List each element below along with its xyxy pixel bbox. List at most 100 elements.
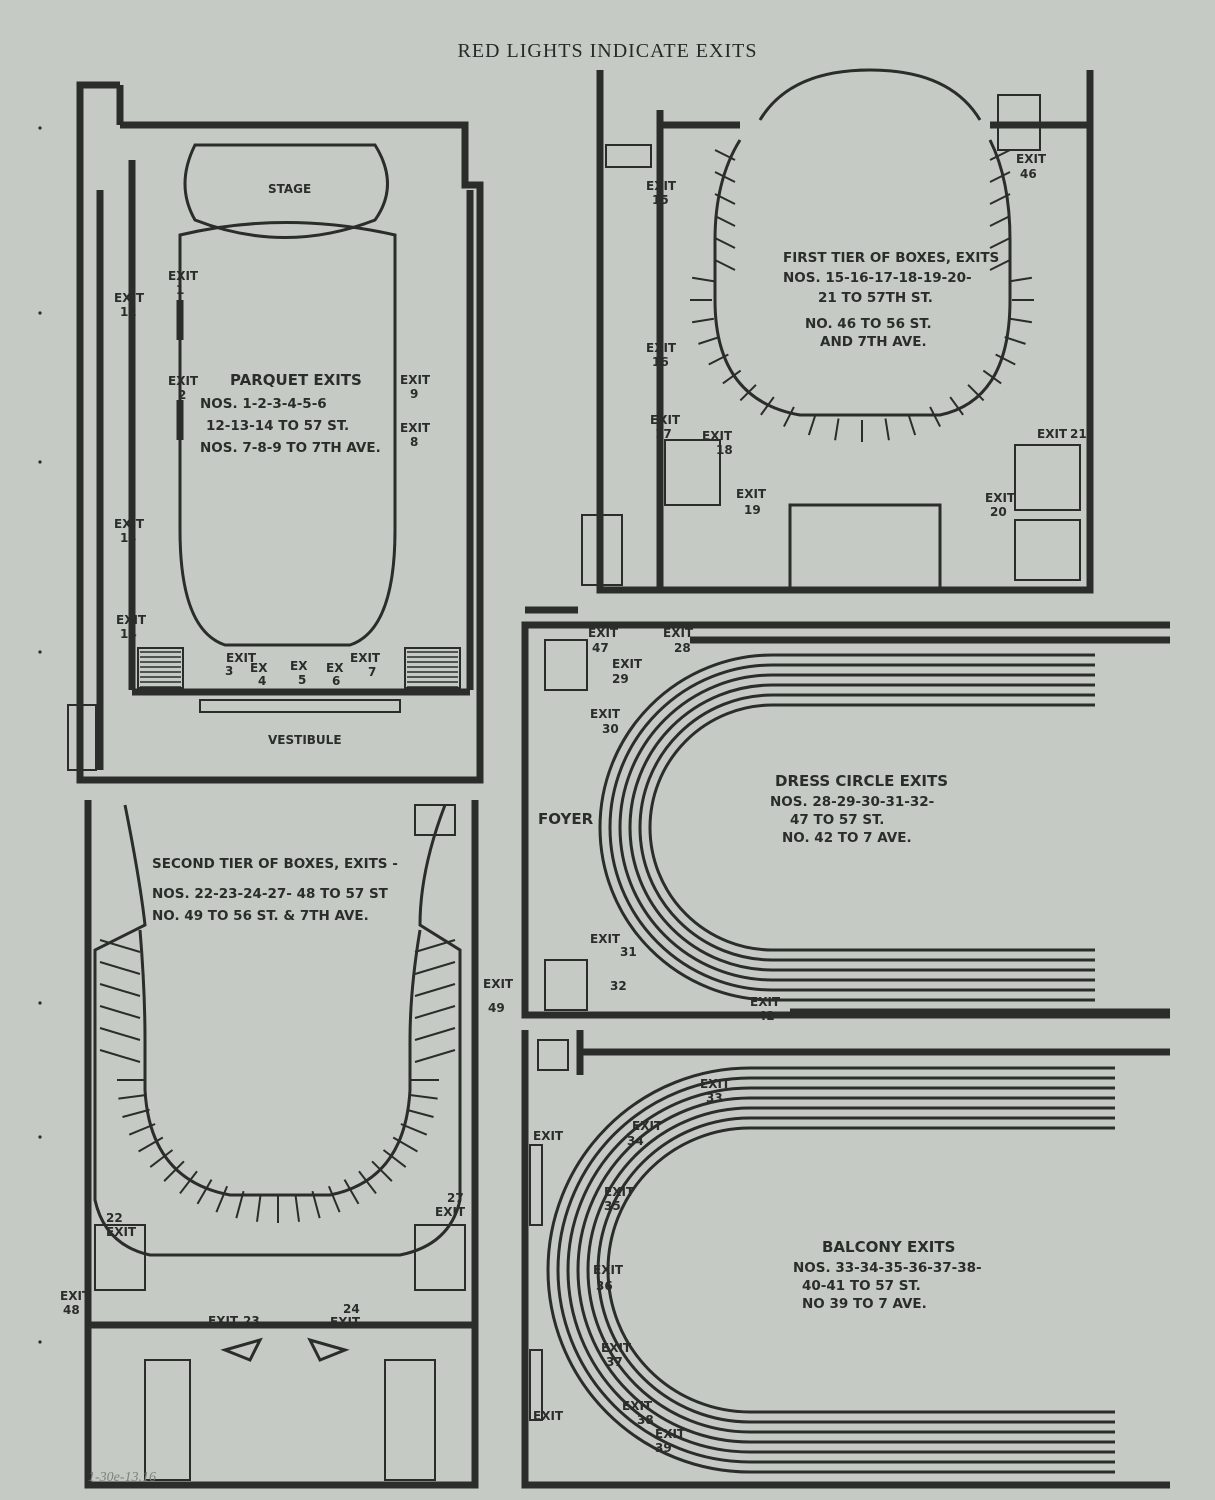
exit-number: 28 <box>674 641 691 655</box>
exit-number: 19 <box>744 503 761 517</box>
plan-line <box>99 1005 141 1019</box>
plan-line <box>929 406 941 427</box>
exit-label: EXIT <box>985 491 1016 505</box>
exit-label: EXIT <box>702 429 733 443</box>
exit-number: 24 <box>343 1302 360 1316</box>
plan-line <box>1009 276 1033 283</box>
parquet-line-1: NOS. 1-2-3-4-5-6 <box>200 396 327 412</box>
balcony-line-3: NO 39 TO 7 AVE. <box>802 1296 927 1312</box>
dress-circle-line-2: 47 TO 57 ST. <box>790 812 884 828</box>
plan-line <box>691 276 715 283</box>
stage-label: STAGE <box>268 182 311 196</box>
plan-line <box>834 418 840 441</box>
exit-label: EXIT <box>588 626 619 640</box>
parquet-stairs <box>137 647 461 689</box>
second-tier-exit-arrow <box>307 1337 350 1362</box>
plan-line <box>714 259 736 271</box>
plan-line <box>989 215 1011 227</box>
second-tier-line-2: NO. 49 TO 56 ST. & 7TH AVE. <box>152 908 369 924</box>
seating-row <box>638 693 1095 962</box>
plan-line <box>989 149 1011 161</box>
first-tier-line-3: NO. 46 TO 56 ST. <box>805 316 932 332</box>
plan-line <box>714 193 736 205</box>
second-tier-stair <box>414 1224 466 1291</box>
plan-line <box>196 1179 213 1205</box>
plan-line <box>392 1136 418 1153</box>
seating-row <box>608 663 1095 992</box>
plan-line <box>179 1170 198 1195</box>
exit-label: EXIT <box>400 373 431 387</box>
seating-row <box>566 1086 1115 1454</box>
plan-line <box>714 149 736 161</box>
plan-line <box>215 1185 229 1213</box>
plan-line <box>128 1123 156 1136</box>
plan-line <box>989 171 1011 183</box>
exit-label: EXIT <box>622 1399 653 1413</box>
exit-number: 30 <box>602 722 619 736</box>
exit-label: EXIT <box>663 626 694 640</box>
exit-label: EXIT <box>483 977 514 991</box>
parquet-outer-wall <box>76 81 484 784</box>
first-tier-stair <box>1014 519 1081 581</box>
plan-line <box>807 413 817 436</box>
dress-circle-stair <box>544 959 588 1011</box>
plan-line <box>99 961 141 975</box>
exit-number: 1 <box>176 283 184 297</box>
second-tier-box <box>414 804 456 836</box>
plan-line <box>989 193 1011 205</box>
seating-row <box>598 653 1095 1002</box>
plan-line <box>698 336 720 345</box>
plan-line <box>967 384 985 402</box>
exit-number: 39 <box>655 1441 672 1455</box>
plan-line <box>122 1108 150 1118</box>
plan-line <box>989 259 1011 271</box>
first-tier-stair <box>664 439 721 506</box>
exit-label: EXIT <box>632 1119 663 1133</box>
plan-line <box>989 237 1011 249</box>
second-tier-outline <box>93 804 462 1257</box>
exit-number: 42 <box>758 1009 775 1023</box>
first-tier-title: FIRST TIER OF BOXES, EXITS <box>783 250 999 266</box>
exit-number: 6 <box>332 674 340 688</box>
plan-line <box>708 353 729 366</box>
plan-line <box>714 237 736 249</box>
balcony-plan: BALCONY EXITS NOS. 33-34-35-36-37-38- 40… <box>521 1030 1170 1489</box>
first-tier-stair <box>997 94 1041 151</box>
exit-label: EXIT <box>1037 427 1068 441</box>
page-title: RED LIGHTS INDICATE EXITS <box>457 40 758 62</box>
second-tier-title: SECOND TIER OF BOXES, EXITS - <box>152 856 398 872</box>
exit-number: 18 <box>716 443 733 457</box>
exit-label: EXIT <box>106 1225 137 1239</box>
exit-label: EXIT <box>1016 152 1047 166</box>
plan-line <box>691 317 715 324</box>
plan-line <box>294 1193 301 1222</box>
exit-label: EXIT <box>750 995 781 1009</box>
first-tier-line-1: NOS. 15-16-17-18-19-20- <box>783 270 972 286</box>
pencil-annotation: 1-30e-13.16 <box>88 1470 157 1485</box>
plan-line <box>722 369 742 385</box>
first-tier-stair <box>1014 444 1081 511</box>
second-tier-boxes-curve <box>138 929 422 1197</box>
exit-label: EXIT <box>533 1409 564 1423</box>
plan-line <box>99 983 141 997</box>
exit-number: 32 <box>610 979 627 993</box>
exit-label: EXIT <box>330 1315 361 1329</box>
plan-line <box>149 1149 174 1168</box>
seating-row <box>606 1126 1115 1414</box>
plan-line <box>371 1160 393 1182</box>
balcony-rows <box>546 1066 1115 1474</box>
balcony-box <box>537 1039 569 1071</box>
plan-line <box>138 1136 164 1153</box>
second-tier-line-1: NOS. 22-23-24-27- 48 TO 57 ST <box>152 886 389 902</box>
first-tier-boxes-curve <box>713 139 1012 417</box>
exit-label: EXIT <box>650 413 681 427</box>
exit-number: 49 <box>488 1001 505 1015</box>
plan-line <box>118 1094 147 1100</box>
seating-row <box>576 1096 1115 1444</box>
plan-line <box>714 215 736 227</box>
parquet-exits: EXIT 1 EXIT 2 EXIT 12 EXIT 13 EXIT 14 EX… <box>114 269 431 688</box>
exit-number: 8 <box>410 435 418 449</box>
plan-line <box>409 1094 438 1100</box>
exit-number: 27 <box>447 1191 464 1205</box>
exit-number: 29 <box>612 672 629 686</box>
